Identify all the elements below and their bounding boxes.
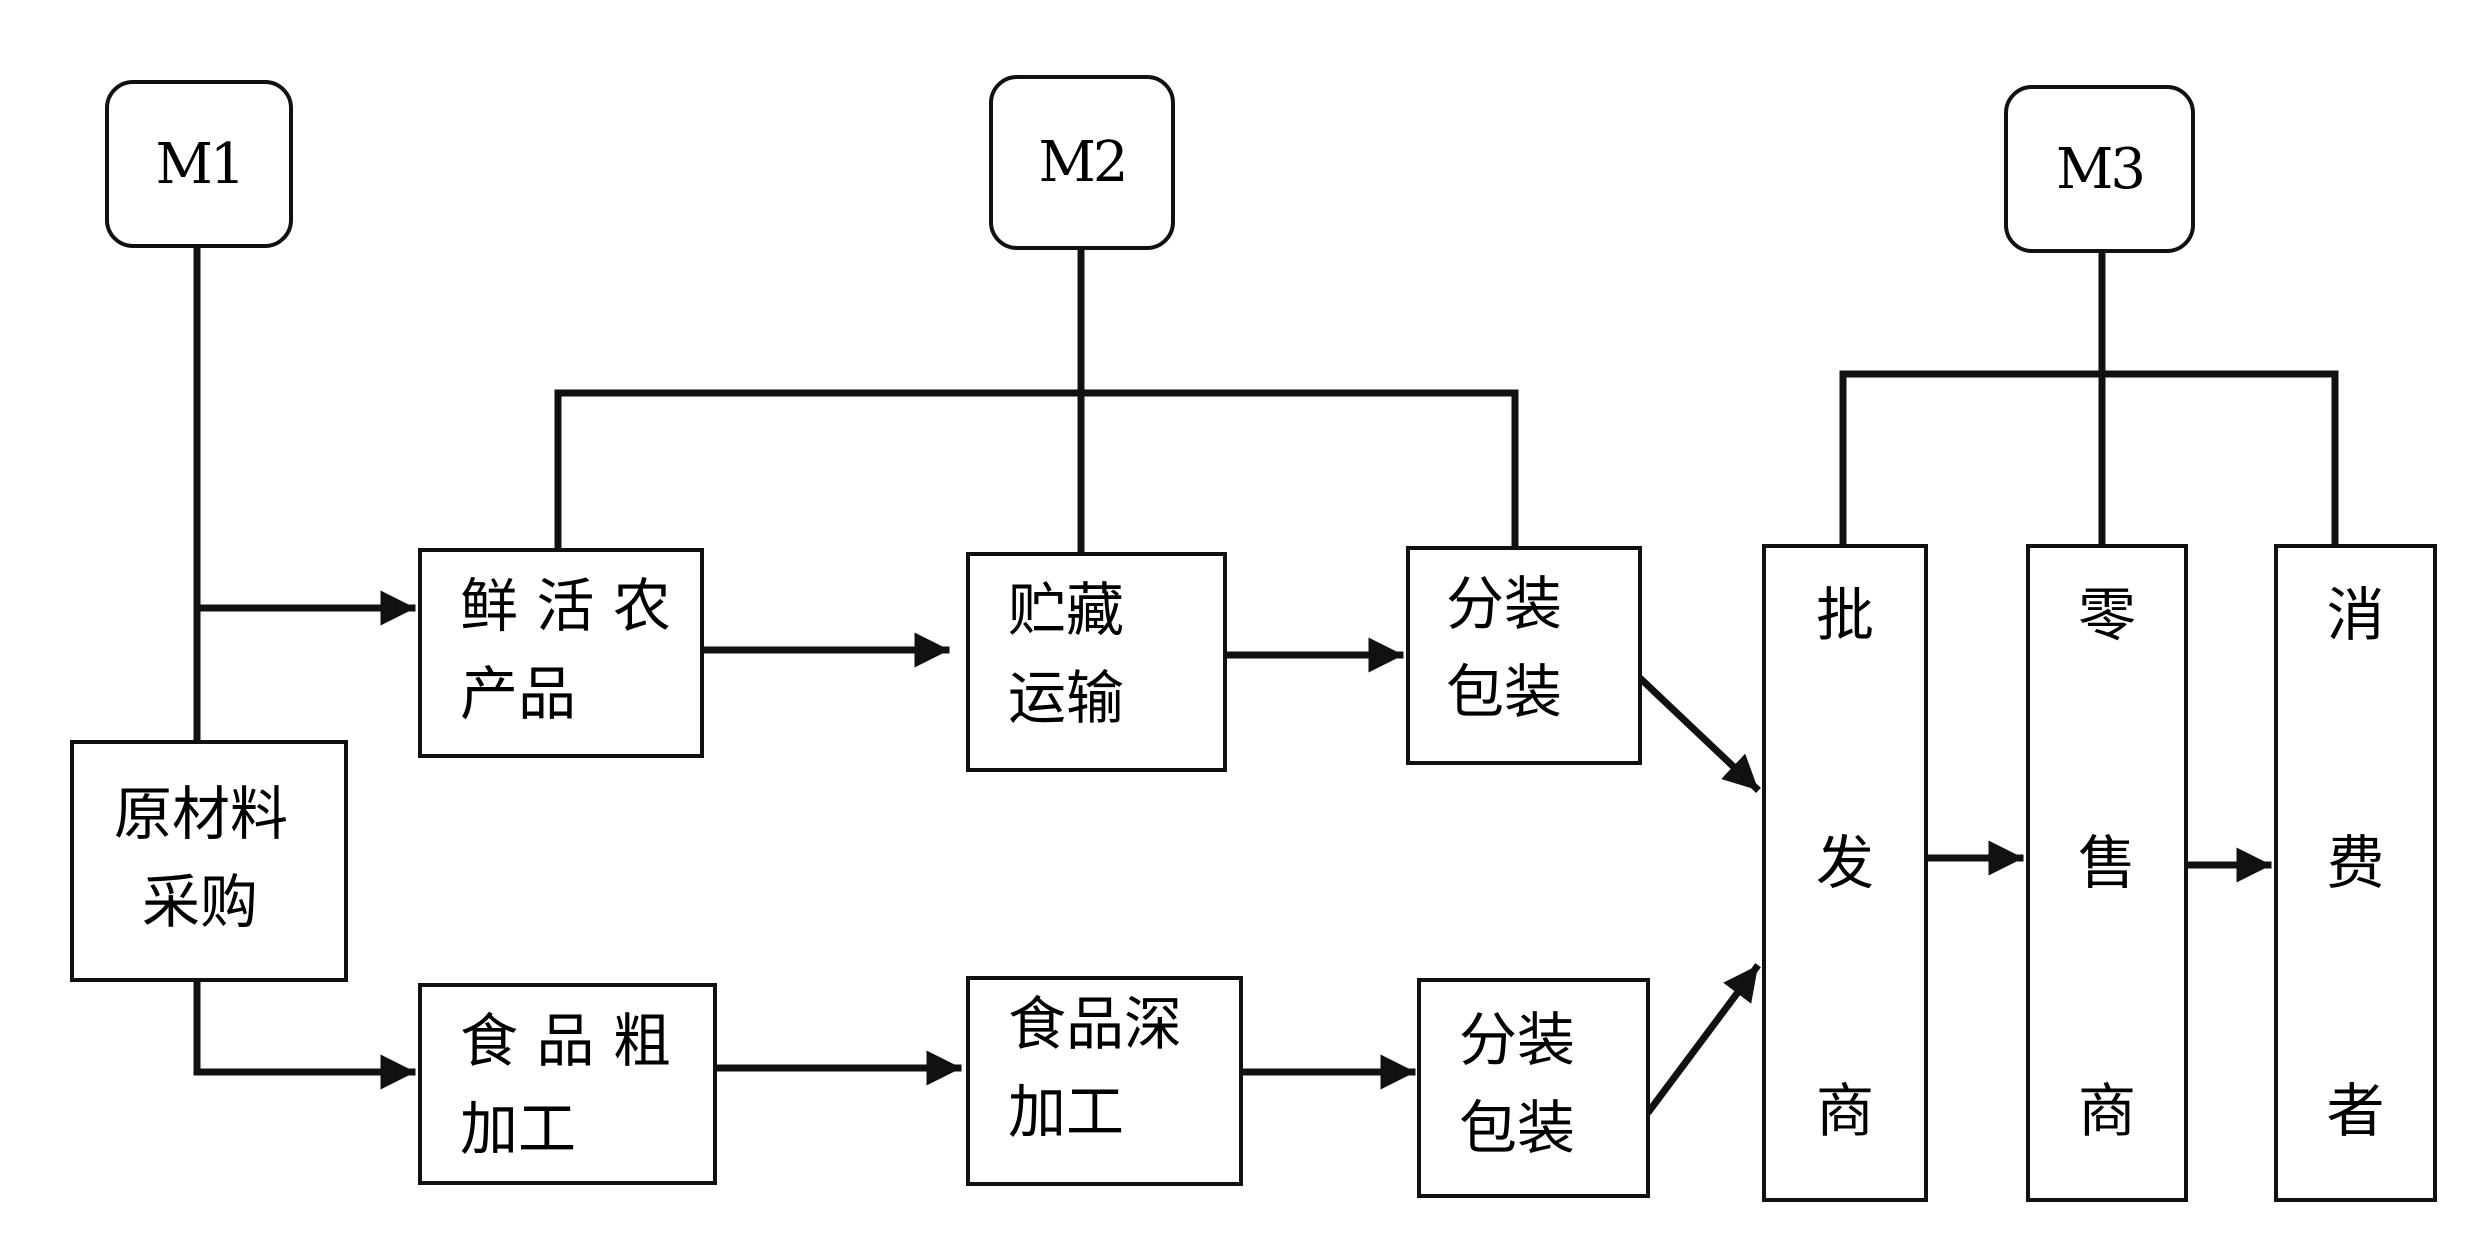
consumer-char-3: 者 (2326, 1077, 2385, 1145)
retailer-char-3: 商 (2077, 1077, 2136, 1145)
m3-box: M3 (2004, 85, 2195, 253)
raw-material-purchase-line-1: 原材料 (114, 780, 289, 848)
raw-material-purchase-box: 原材料 采购 (70, 740, 348, 982)
wholesaler-char-3: 商 (1815, 1077, 1874, 1145)
wholesaler-box: 批 发 商 (1762, 544, 1928, 1202)
rough-processing-line-1: 食 品 粗 (460, 1007, 671, 1075)
packaging-top-line-1: 分装 (1446, 570, 1563, 638)
m3-bracket (1839, 370, 2339, 548)
storage-transport-box: 贮藏 运输 (966, 552, 1227, 772)
arrow-raw-to-rough-processing (193, 976, 416, 1090)
packaging-bottom-line-2: 包装 (1459, 1094, 1576, 1162)
packaging-top-line-2: 包装 (1446, 658, 1563, 726)
m1-label: M1 (155, 131, 246, 197)
storage-transport-line-1: 贮藏 (1008, 576, 1125, 644)
raw-material-purchase-line-2: 采购 (142, 868, 259, 936)
deep-processing-line-1: 食品深 (1008, 990, 1183, 1058)
packaging-top-box: 分装 包装 (1406, 546, 1642, 765)
wholesaler-char-2: 发 (1815, 829, 1874, 897)
retailer-char-1: 零 (2077, 581, 2136, 649)
packaging-bottom-box: 分装 包装 (1417, 978, 1650, 1198)
m2-box: M2 (989, 75, 1175, 250)
storage-transport-line-2: 运输 (1008, 664, 1125, 732)
deep-processing-line-2: 加工 (1008, 1078, 1125, 1146)
m2-label: M2 (1038, 130, 1129, 195)
consumer-box: 消 费 者 (2274, 544, 2437, 1202)
deep-processing-box: 食品深 加工 (966, 976, 1243, 1186)
m2-bracket (554, 389, 1519, 552)
packaging-bottom-line-1: 分装 (1459, 1006, 1576, 1074)
arrow-pack-top-to-wholesaler (1637, 675, 1761, 793)
consumer-char-2: 费 (2326, 829, 2385, 897)
m3-label: M3 (2056, 136, 2146, 202)
wholesaler-char-1: 批 (1815, 581, 1874, 649)
retailer-char-2: 售 (2077, 829, 2136, 897)
fresh-products-box: 鲜 活 农 产品 (418, 548, 704, 758)
rough-processing-box: 食 品 粗 加工 (418, 983, 717, 1185)
retailer-box: 零 售 商 (2026, 544, 2188, 1202)
consumer-char-1: 消 (2326, 581, 2385, 649)
arrow-pack-bottom-to-wholesaler (1645, 963, 1761, 1115)
fresh-products-line-1: 鲜 活 农 (460, 572, 671, 640)
m1-box: M1 (105, 80, 293, 248)
rough-processing-line-2: 加工 (460, 1095, 577, 1163)
fresh-products-line-2: 产品 (460, 660, 577, 728)
